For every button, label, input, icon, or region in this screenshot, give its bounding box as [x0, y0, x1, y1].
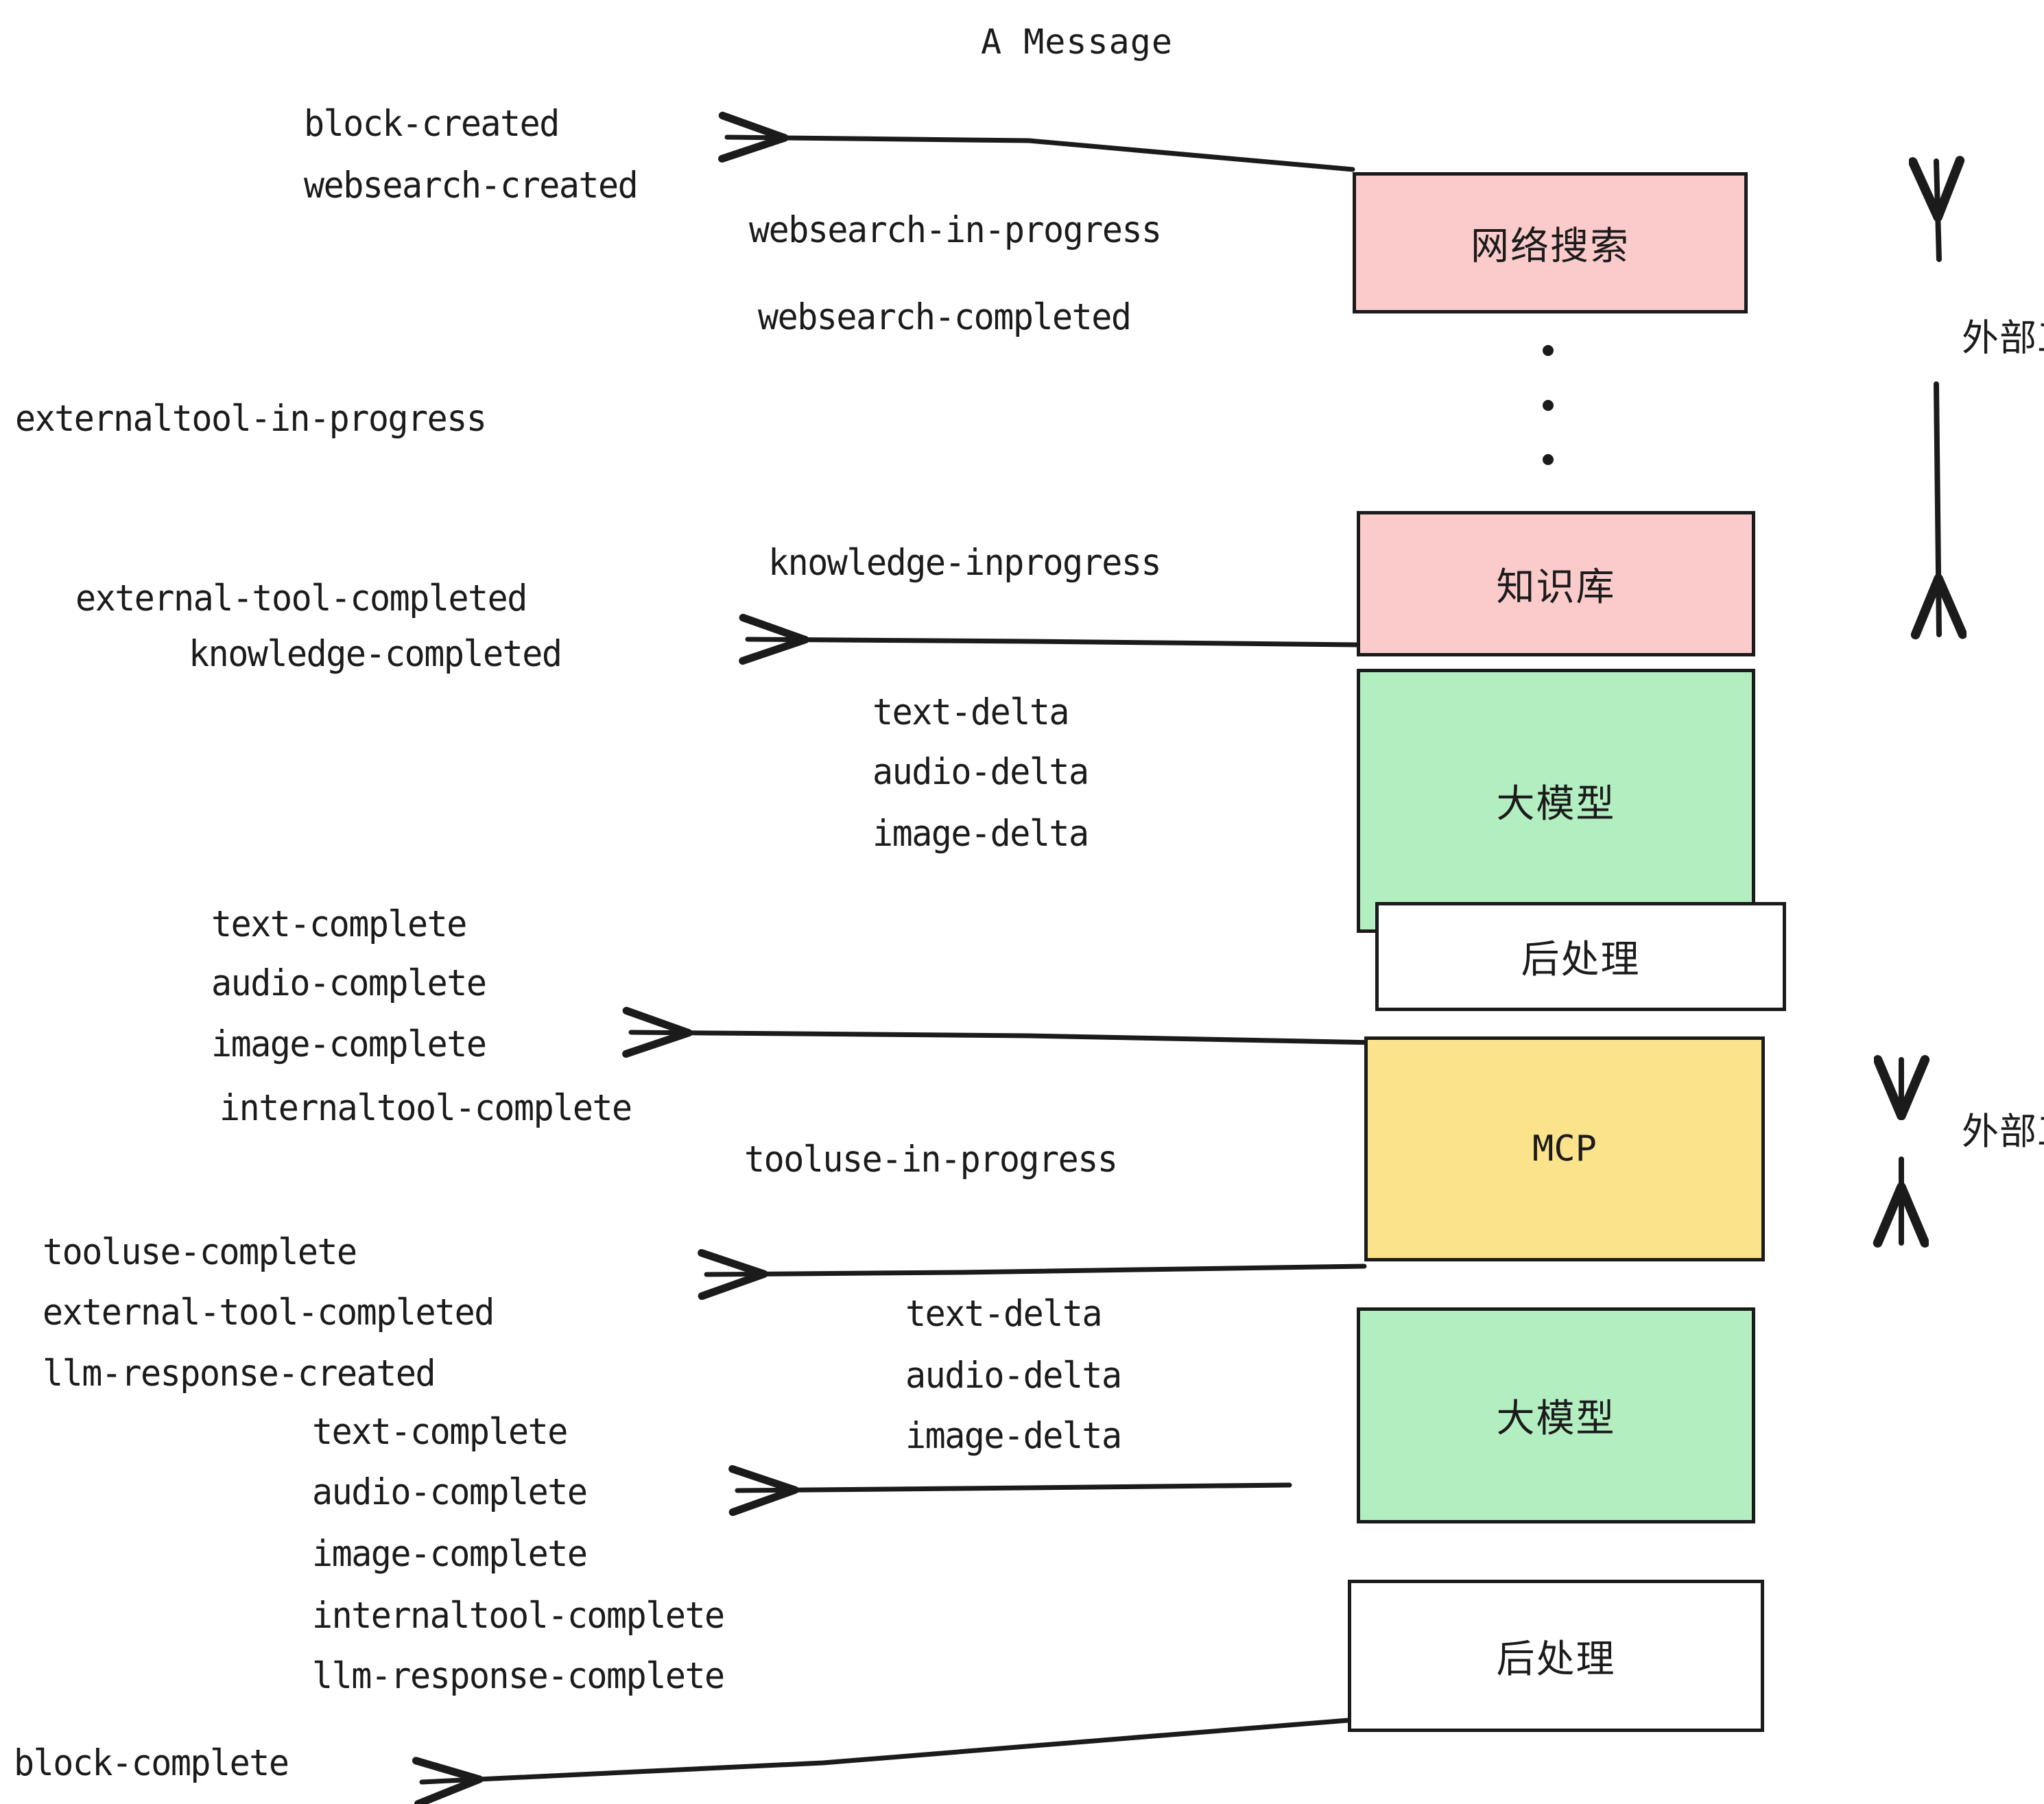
- node-knowledge[interactable]: 知识库: [1357, 511, 1755, 656]
- event-websearch-created: websearch-created: [304, 164, 639, 206]
- event-text-complete-1: text-complete: [211, 903, 467, 945]
- ellipsis-dot: [1543, 454, 1554, 465]
- event-internaltool-complete-2: internaltool-complete: [312, 1594, 725, 1637]
- event-llm-response-created: llm-response-created: [43, 1352, 436, 1394]
- event-audio-complete-1: audio-complete: [211, 962, 487, 1004]
- node-llm-2-label: 大模型: [1496, 1397, 1616, 1441]
- node-llm-1[interactable]: 大模型: [1357, 669, 1755, 933]
- node-postprocess-2-label: 后处理: [1496, 1637, 1616, 1682]
- event-externaltool-in-progress: externaltool-in-progress: [15, 397, 487, 440]
- event-text-delta-1: text-delta: [872, 691, 1070, 733]
- event-websearch-in-progress: websearch-in-progress: [749, 209, 1162, 251]
- external-tool-range-top: [1936, 161, 1939, 634]
- arrow-knowledge-completed: [739, 613, 1359, 665]
- arrow-image-complete: [622, 1006, 1378, 1058]
- node-postprocess-1[interactable]: 后处理: [1375, 902, 1786, 1011]
- arrow-block-complete: [412, 1718, 1351, 1804]
- event-image-delta-2: image-delta: [905, 1414, 1122, 1457]
- event-external-tool-completed-2: external-tool-completed: [43, 1291, 495, 1333]
- arrow-audio-complete: [728, 1464, 1292, 1517]
- side-label-external-tool-top: 外部工具: [1962, 316, 2044, 359]
- event-image-delta-1: image-delta: [872, 812, 1089, 855]
- event-text-delta-2: text-delta: [905, 1292, 1103, 1335]
- node-postprocess-2[interactable]: 后处理: [1348, 1580, 1764, 1732]
- arrow-block-created: [718, 111, 1355, 172]
- node-mcp-label: MCP: [1532, 1128, 1597, 1170]
- event-block-complete: block-complete: [14, 1742, 289, 1784]
- event-external-tool-completed-1: external-tool-completed: [75, 577, 527, 619]
- event-audio-complete-2: audio-complete: [312, 1471, 588, 1513]
- event-image-complete-2: image-complete: [312, 1532, 588, 1575]
- event-websearch-completed: websearch-completed: [758, 296, 1132, 338]
- event-block-created: block-created: [304, 102, 560, 145]
- ellipsis-dot: [1543, 399, 1554, 411]
- event-internaltool-complete-1: internaltool-complete: [219, 1087, 632, 1129]
- node-llm-2[interactable]: 大模型: [1357, 1307, 1755, 1523]
- node-websearch-label: 网络搜索: [1471, 224, 1630, 269]
- event-text-complete-2: text-complete: [312, 1410, 568, 1453]
- event-knowledge-completed: knowledge-completed: [189, 632, 562, 675]
- page-title: A Message: [981, 22, 1173, 62]
- node-postprocess-1-label: 后处理: [1521, 938, 1641, 982]
- side-label-external-tool-bottom: 外部工具: [1962, 1110, 2044, 1153]
- event-tooluse-in-progress: tooluse-in-progress: [744, 1138, 1118, 1180]
- event-llm-response-complete: llm-response-complete: [312, 1654, 725, 1697]
- arrow-tooluse-complete: [698, 1248, 1367, 1301]
- node-mcp[interactable]: MCP: [1364, 1036, 1765, 1261]
- vertical-ellipsis-icon: [1542, 345, 1554, 465]
- event-tooluse-complete: tooluse-complete: [43, 1231, 357, 1273]
- node-llm-1-label: 大模型: [1496, 782, 1616, 827]
- ellipsis-dot: [1543, 345, 1554, 356]
- event-audio-delta-1: audio-delta: [872, 750, 1089, 793]
- event-audio-delta-2: audio-delta: [905, 1354, 1122, 1397]
- node-websearch[interactable]: 网络搜索: [1353, 172, 1748, 313]
- node-knowledge-label: 知识库: [1496, 565, 1616, 610]
- event-image-complete-1: image-complete: [211, 1023, 487, 1065]
- event-knowledge-inprogress: knowledge-inprogress: [768, 541, 1162, 584]
